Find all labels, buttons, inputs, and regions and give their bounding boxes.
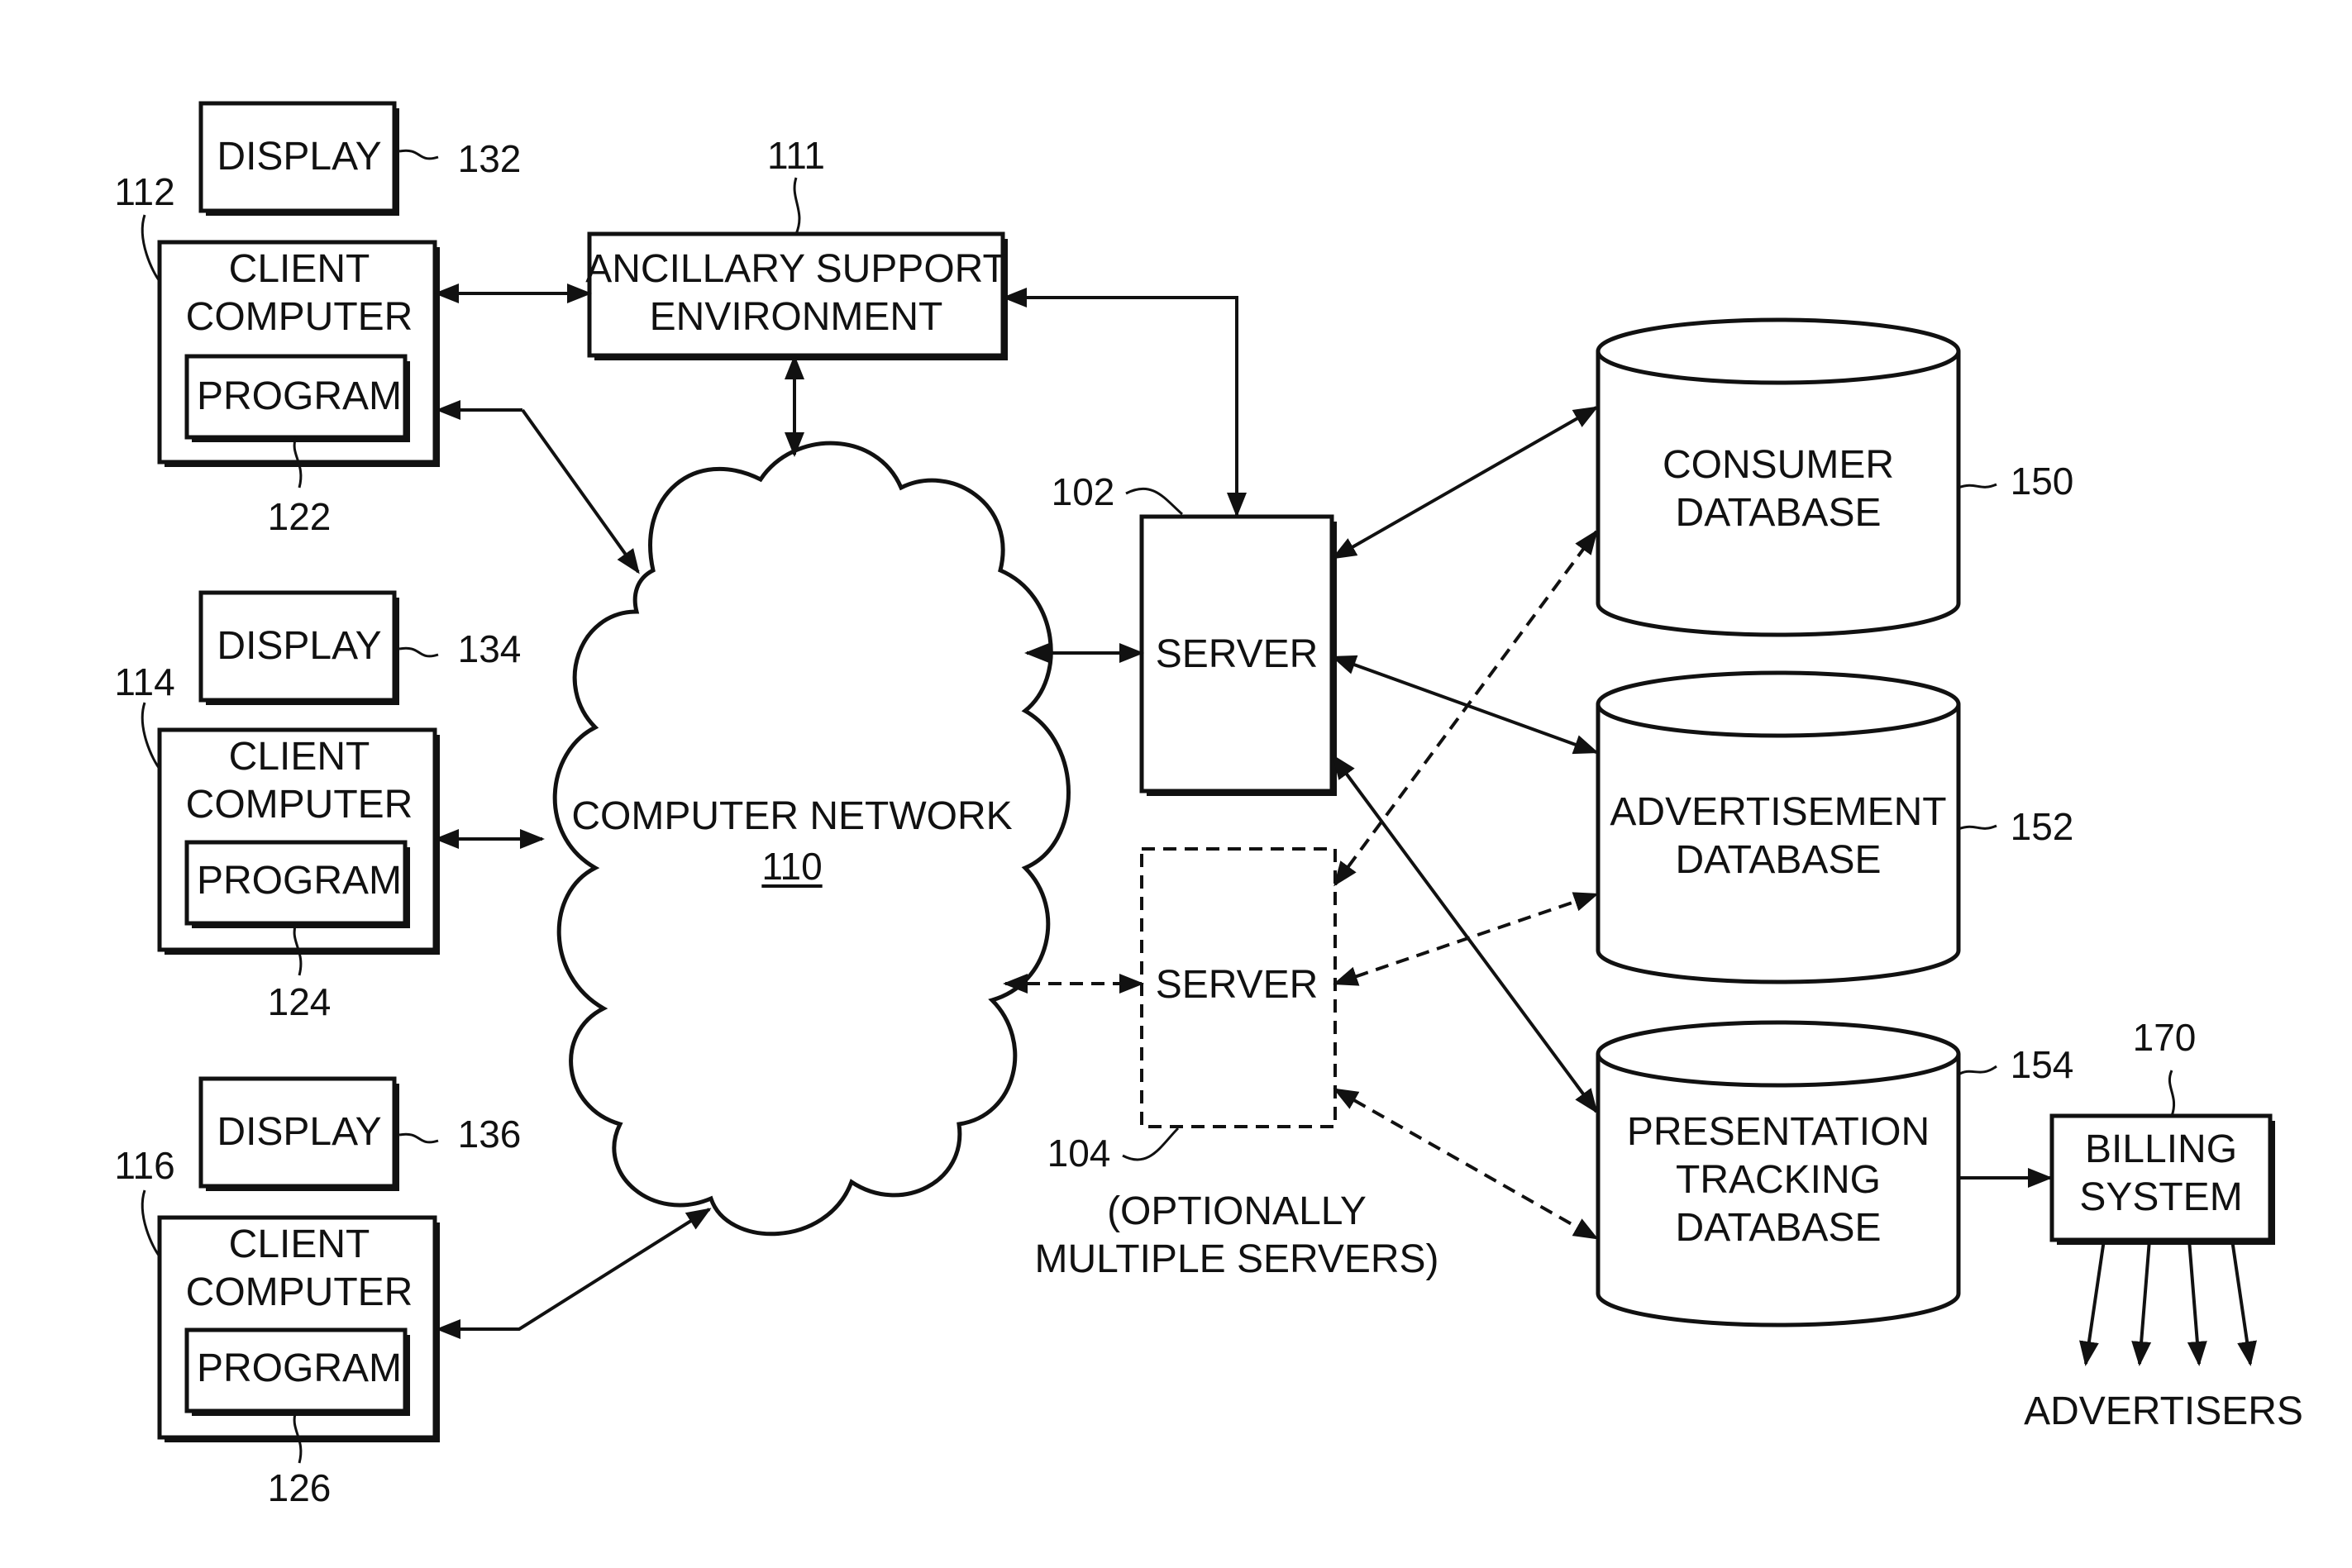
program-126-label: PROGRAM [197, 1345, 402, 1393]
client-computer-114-label: CLIENT COMPUTER [186, 733, 413, 829]
server102-consumer-db-link [1333, 407, 1596, 558]
ref-122: 122 [268, 493, 332, 541]
ref-154: 154 [2011, 1041, 2074, 1089]
leader-114 [142, 703, 160, 769]
ref-170: 170 [2133, 1013, 2197, 1061]
ref-124: 124 [268, 978, 332, 1026]
display-136-label: DISPLAY [217, 1108, 381, 1156]
ancillary-support-label: ANCILLARY SUPPORT ENVIRONMENT [585, 245, 1007, 341]
leader-136 [399, 1134, 438, 1142]
computer-network-label: COMPUTER NETWORK [571, 793, 1012, 841]
leader-116 [142, 1190, 160, 1256]
display-132-label: DISPLAY [217, 133, 381, 181]
server102-tracking-db-link [1333, 756, 1596, 1112]
leader-102 [1126, 489, 1182, 514]
leader-170 [2169, 1070, 2173, 1116]
leader-112 [142, 215, 160, 281]
consumer-database-label: CONSUMER DATABASE [1663, 441, 1894, 537]
ref-104: 104 [1047, 1129, 1111, 1177]
client-computer-112-label: CLIENT COMPUTER [186, 245, 413, 341]
ref-134: 134 [458, 625, 522, 673]
billing-advertiser-arrow-4 [2232, 1240, 2250, 1364]
ref-116: 116 [114, 1141, 174, 1189]
leader-111 [794, 178, 799, 234]
server-102-label: SERVER [1156, 631, 1319, 679]
ref-126: 126 [268, 1464, 332, 1512]
display-134-label: DISPLAY [217, 622, 381, 670]
ancillary-server-link [1004, 298, 1237, 515]
server104-advertisement-db-link [1335, 894, 1596, 984]
client-computer-116-label: CLIENT COMPUTER [186, 1221, 413, 1317]
leader-150 [1958, 484, 1997, 488]
server-104-label: SERVER [1156, 961, 1319, 1009]
ref-152: 152 [2011, 803, 2074, 851]
ref-111: 111 [767, 131, 825, 179]
presentation-tracking-database-label: PRESENTATION TRACKING DATABASE [1627, 1108, 1930, 1252]
billing-system-label: BILLING SYSTEM [2079, 1126, 2242, 1222]
ref-112: 112 [114, 168, 174, 216]
client116-network-link [438, 1209, 709, 1329]
ref-110: 110 [761, 842, 822, 890]
leader-152 [1958, 826, 1997, 829]
program-124-label: PROGRAM [197, 857, 402, 905]
ref-132: 132 [458, 135, 522, 183]
ref-136: 136 [458, 1110, 522, 1158]
billing-advertiser-arrow-1 [2086, 1240, 2104, 1364]
billing-advertiser-arrow-3 [2189, 1240, 2199, 1364]
ref-150: 150 [2011, 457, 2074, 505]
server104-consumer-db-link [1335, 531, 1596, 884]
ref-114: 114 [114, 658, 174, 706]
leader-104 [1123, 1128, 1178, 1160]
advertisers-label: ADVERTISERS [2024, 1388, 2303, 1436]
ref-102: 102 [1052, 468, 1115, 516]
billing-advertiser-arrow-2 [2140, 1240, 2149, 1364]
program-122-label: PROGRAM [197, 373, 402, 421]
leader-134 [399, 648, 438, 656]
advertisement-database-label: ADVERTISEMENT DATABASE [1610, 789, 1946, 884]
leader-154 [1958, 1066, 1997, 1075]
optional-servers-note: (OPTIONALLY MULTIPLE SERVERS) [1034, 1188, 1438, 1284]
client112-network-link-diag [522, 410, 638, 572]
server102-advertisement-db-link [1333, 657, 1596, 752]
leader-132 [399, 150, 438, 159]
